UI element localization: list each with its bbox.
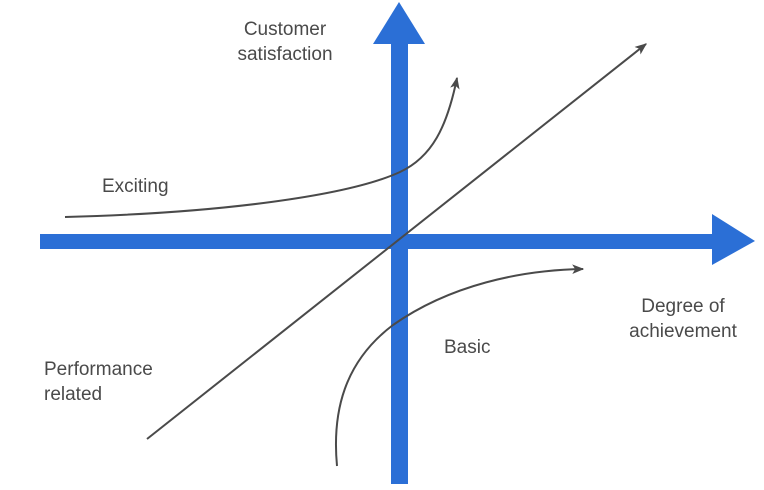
y-axis-label: Customer satisfaction xyxy=(222,17,348,67)
x-axis xyxy=(40,214,755,265)
x-axis-label-line1: Degree of xyxy=(641,296,725,317)
y-axis-shaft xyxy=(391,38,408,484)
performance-related-label: Performance related xyxy=(44,357,153,407)
performance-related-curve xyxy=(146,43,647,440)
x-axis-label: Degree of achievement xyxy=(610,294,756,344)
y-axis-label-line1: Customer xyxy=(243,19,327,40)
basic-curve xyxy=(334,264,585,467)
basic-label: Basic xyxy=(444,337,491,358)
x-axis-label-line2: achievement xyxy=(629,321,737,342)
x-axis-arrowhead xyxy=(712,214,755,265)
performance-label-line2: related xyxy=(44,384,103,405)
y-axis-arrowhead xyxy=(373,2,425,44)
x-axis-shaft xyxy=(40,234,718,249)
y-axis-label-line2: satisfaction xyxy=(237,44,333,65)
exciting-curve xyxy=(64,76,460,218)
y-axis xyxy=(373,2,425,484)
performance-label-line1: Performance xyxy=(44,359,153,380)
exciting-label: Exciting xyxy=(102,176,169,197)
